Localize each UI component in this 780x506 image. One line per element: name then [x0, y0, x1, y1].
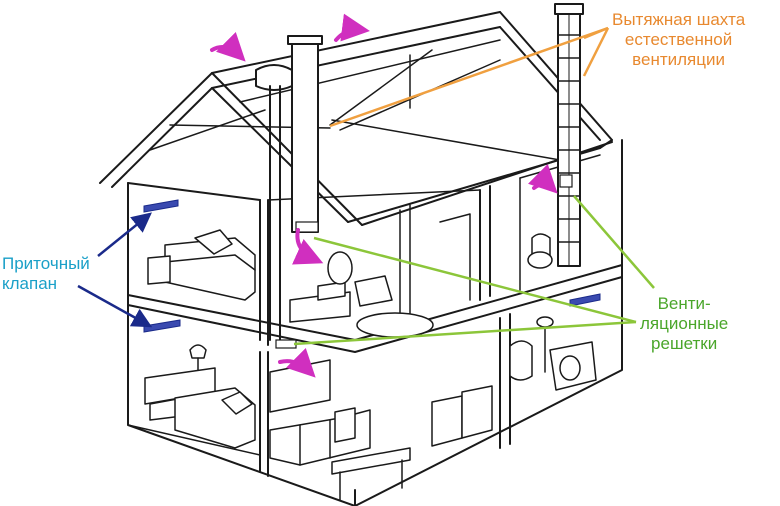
curved-arrow-icon [527, 163, 558, 194]
grilles-leader-upper [313, 236, 637, 324]
outer-walls [127, 139, 623, 506]
bathroom-fixtures [289, 233, 553, 338]
supply-leader-upper [97, 212, 152, 257]
utility-room-furniture [509, 316, 597, 391]
vent-grille-shaft [559, 174, 573, 188]
exhaust-leader-to-attic [329, 26, 609, 128]
supply-valve-lower [143, 319, 181, 333]
curved-arrow-icon [291, 228, 324, 265]
exhaust-shaft-label-line-2: естественной [624, 30, 733, 49]
vent-grille-upper [295, 221, 319, 233]
curved-arrow-icon [334, 13, 370, 42]
exhaust-leader-to-shaft-top [583, 26, 609, 40]
exhaust-leader-to-shaft-bottom [582, 27, 610, 77]
supply-valve-label-line-2: клапан [2, 274, 58, 293]
vent-grilles-label: Венти- ляционные решетки [640, 294, 728, 354]
curved-arrow-icon [278, 347, 316, 378]
vent-grilles-label-line-3: решетки [651, 334, 718, 353]
roof [99, 11, 613, 226]
supply-valve-label: Приточный клапан [2, 254, 90, 294]
bedroom-furniture [147, 229, 256, 301]
kitchen-furniture [269, 359, 493, 501]
supply-valves [143, 199, 601, 333]
vent-grille-lower [275, 339, 297, 349]
exhaust-shaft-label-line-1: Вытяжная шахта [612, 10, 746, 29]
grilles-leader-shaft [573, 195, 655, 289]
supply-leader-lines [77, 212, 153, 328]
supply-valve-label-line-1: Приточный [2, 254, 90, 273]
exhaust-shaft-label-line-3: вентиляции [632, 50, 725, 69]
vent-grilles-label-line-1: Венти- [657, 294, 711, 313]
supply-valve-upper [143, 199, 179, 213]
exhaust-shaft [554, 3, 584, 267]
vent-grilles-label-line-2: ляционные [640, 314, 729, 333]
airflow-arrows [210, 13, 558, 378]
grilles-leader-lower [293, 320, 637, 346]
house-structure [99, 3, 623, 506]
grilles-leader-lines [293, 195, 655, 346]
living-room-furniture [144, 344, 256, 449]
curved-arrow-icon [210, 31, 246, 62]
exhaust-leader-lines [329, 26, 610, 128]
supply-valve-right [569, 293, 601, 307]
exhaust-shaft-label: Вытяжная шахта естественной вентиляции [612, 10, 745, 70]
supply-leader-lower [77, 284, 153, 328]
roof-stacks [255, 35, 323, 341]
